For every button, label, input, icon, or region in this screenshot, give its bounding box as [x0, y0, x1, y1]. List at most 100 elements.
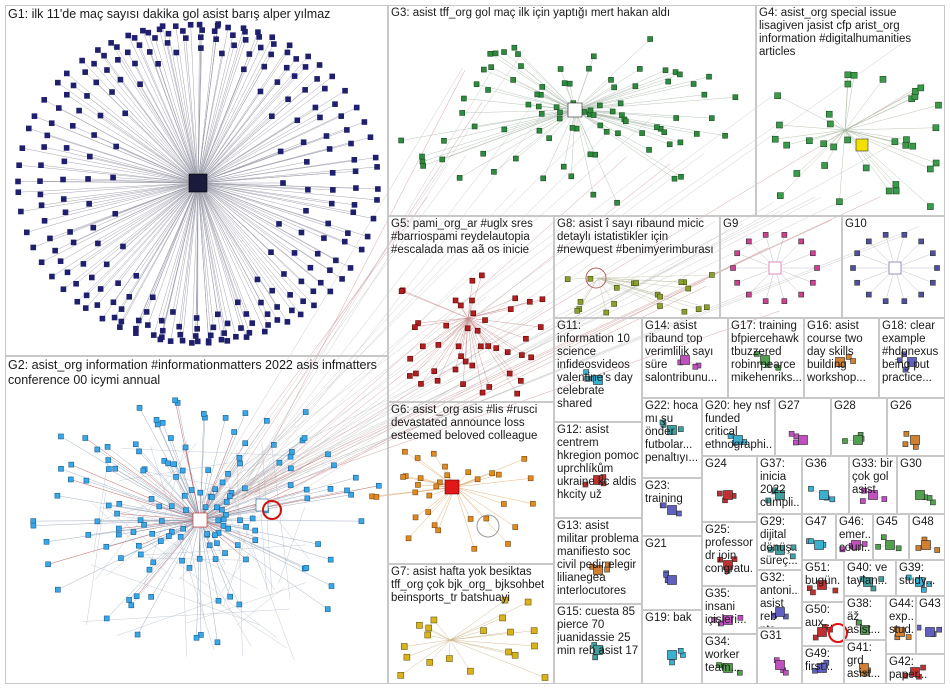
node	[82, 305, 89, 311]
edge	[779, 124, 846, 131]
edge	[197, 137, 371, 184]
group-panel-g26[interactable]: G26	[887, 398, 945, 456]
group-panel-g19[interactable]: G19: bak	[642, 610, 702, 684]
group-panel-g41[interactable]: G41: grd asist...	[844, 640, 886, 684]
group-label-g50: G50: aux...	[805, 604, 834, 629]
node	[233, 333, 239, 340]
group-panel-g6[interactable]: G6: asist_org asis #lis #rusci devastate…	[388, 402, 554, 564]
group-panel-g29[interactable]: G29: dijital dönüş... süreç...	[757, 514, 802, 570]
group-panel-g13[interactable]: G13: asist militar problema manifiesto s…	[554, 518, 642, 604]
group-panel-g35[interactable]: G35: insani içişleri...	[702, 586, 757, 634]
node	[261, 63, 268, 70]
group-panel-g4[interactable]: G4: asist_org special issue lisagiven ja…	[756, 5, 945, 216]
edge	[597, 277, 607, 313]
group-panel-g12[interactable]: G12: asist centrem hkregion pomoc uprchl…	[554, 422, 642, 518]
group-panel-g22[interactable]: G22: hoca mı şu önder futbolar... penalt…	[642, 398, 702, 478]
node	[706, 73, 712, 80]
group-panel-g46[interactable]: G46: emer... coun...	[836, 514, 873, 560]
group-panel-g28[interactable]: G28	[831, 398, 887, 456]
group-panel-g16[interactable]: G16: asist course two day skills buildin…	[804, 318, 879, 398]
group-panel-g5[interactable]: G5: pami_org_ar #uglx sres #barriospami …	[388, 216, 554, 402]
edge	[102, 182, 199, 319]
node	[177, 533, 184, 540]
group-panel-g7[interactable]: G7: asist hafta yok besiktas tff_org çok…	[388, 564, 554, 684]
group-panel-g11[interactable]: G11: information 10 science infideosvide…	[554, 318, 642, 422]
node	[850, 71, 858, 79]
group-panel-g10[interactable]: G10	[842, 216, 945, 318]
group-panel-g15[interactable]: G15: cuesta 85 pierce 70 juanidassie 25 …	[554, 604, 642, 684]
group-panel-g50[interactable]: G50: aux...	[802, 602, 844, 646]
group-panel-g2[interactable]: G2: asist_org information #informationma…	[5, 356, 388, 684]
group-panel-g49[interactable]: G49: first...	[802, 646, 844, 684]
group-panel-g38[interactable]: G38: äž asist...	[844, 596, 886, 640]
edge	[211, 576, 252, 647]
group-panel-g47[interactable]: G47	[802, 514, 836, 560]
node	[934, 547, 940, 553]
group-panel-g3[interactable]: G3: asist tff_org gol maç ilk için yaptı…	[388, 5, 756, 216]
group-panel-g36[interactable]: G36	[802, 456, 849, 514]
node	[231, 42, 237, 49]
group-panel-g1[interactable]: G1: ilk 11'de maç sayısı dakika gol asis…	[5, 5, 388, 356]
group-panel-g40[interactable]: G40: ve taylan...	[844, 560, 896, 596]
group-panel-g23[interactable]: G23: training	[642, 478, 702, 536]
edge	[414, 317, 469, 328]
node	[225, 470, 231, 477]
node	[902, 441, 909, 448]
group-panel-g48[interactable]: G48	[909, 514, 945, 560]
edge	[197, 182, 237, 337]
group-panel-g8[interactable]: G8: asist î sayı ribaund micic detaylı i…	[554, 216, 720, 318]
node	[265, 322, 271, 328]
node	[284, 319, 291, 325]
group-panel-g32[interactable]: G32: antoni... asist reb pts...	[757, 570, 802, 628]
node	[723, 615, 733, 625]
group-panel-g37[interactable]: G37: inicia 2022 cumpli...	[757, 456, 802, 514]
group-label-g22: G22: hoca mı şu önder futbolar... penalt…	[645, 400, 699, 464]
group-panel-g18[interactable]: G18: clear example #hdpnexus being put p…	[879, 318, 945, 398]
node	[659, 419, 666, 426]
group-panel-g20[interactable]: G20: hey nsf funded critical ethnographi…	[702, 398, 775, 456]
group-panel-g39[interactable]: G39: study...	[896, 560, 945, 596]
edge	[256, 201, 774, 519]
node	[442, 463, 448, 470]
node	[205, 467, 212, 473]
group-panel-g43[interactable]: G43	[916, 596, 945, 654]
group-panel-g30[interactable]: G30	[897, 456, 945, 514]
edge	[81, 60, 199, 184]
group-panel-g44[interactable]: G44: exp... stud...	[886, 596, 916, 654]
edge	[467, 317, 483, 393]
group-panel-g9[interactable]: G9	[720, 216, 842, 318]
edge	[18, 181, 199, 184]
group-panel-g31[interactable]: G31	[757, 628, 802, 684]
node	[149, 294, 156, 301]
edge	[597, 274, 712, 279]
node	[212, 556, 219, 562]
node	[436, 479, 443, 486]
group-panel-g17[interactable]: G17: training bfpiercehawk tbuzzered rob…	[728, 318, 804, 398]
node	[328, 200, 335, 207]
group-panel-g34[interactable]: G34: worker team...	[702, 634, 757, 684]
group-panel-g24[interactable]: G24	[702, 456, 757, 522]
node	[373, 494, 380, 500]
group-panel-g33[interactable]: G33: bir çok gol asist	[849, 456, 897, 514]
group-panel-g42[interactable]: G42: paper...	[886, 654, 945, 684]
node	[678, 279, 685, 285]
edge	[504, 109, 576, 130]
group-panel-g51[interactable]: G51: bugün...	[802, 560, 844, 602]
node	[291, 250, 298, 256]
edge	[197, 64, 320, 184]
edge	[178, 182, 199, 327]
edge	[172, 182, 199, 313]
node	[85, 532, 92, 538]
group-panel-g45[interactable]: G45	[873, 514, 909, 560]
edge	[153, 182, 199, 336]
node	[41, 217, 48, 224]
edge	[197, 32, 259, 184]
group-panel-g21[interactable]: G21	[642, 536, 702, 610]
edge	[197, 182, 268, 315]
group-panel-g14[interactable]: G14: asist ribaund top verimlilik sayı s…	[642, 318, 728, 398]
node	[105, 466, 112, 472]
edge	[44, 182, 199, 221]
group-panel-g25[interactable]: G25: professor dr join congratu...	[702, 522, 757, 586]
group-panel-g27[interactable]: G27	[775, 398, 831, 456]
edge	[113, 177, 199, 184]
